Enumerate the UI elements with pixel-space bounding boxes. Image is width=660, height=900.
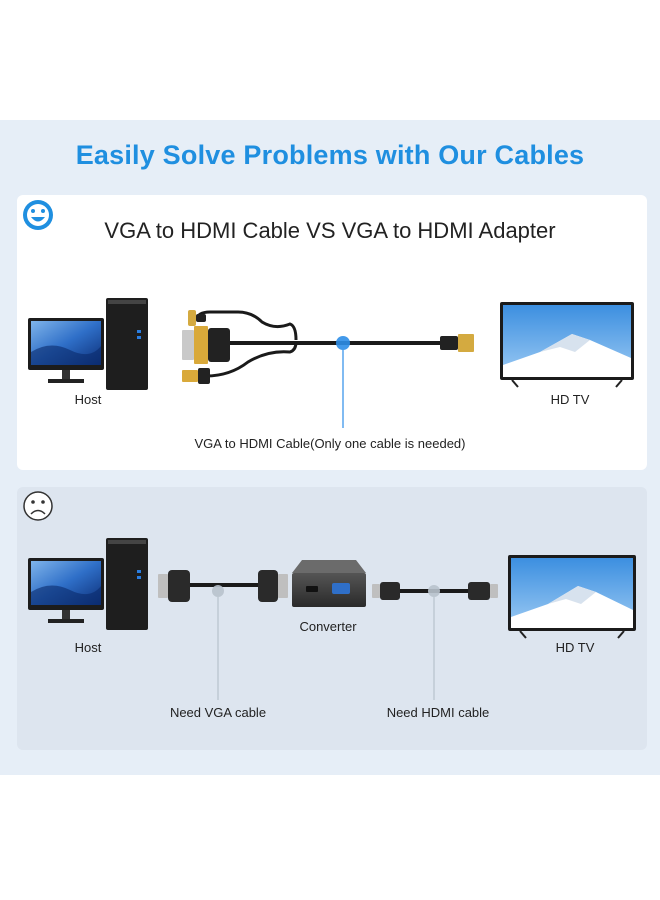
hdmi-cable (372, 582, 498, 700)
hd-tv-label: HD TV (550, 392, 590, 407)
comparison-title: VGA to HDMI Cable VS VGA to HDMI Adapter (104, 218, 556, 243)
vga-cable (158, 570, 288, 700)
vga-to-hdmi-cable (182, 310, 474, 428)
host-label: Host (74, 392, 102, 407)
vga-cable-caption: Need VGA cable (169, 705, 267, 720)
converter-box-icon (292, 560, 366, 607)
host-computer-icon-2 (28, 538, 148, 630)
hd-tv-icon (500, 302, 634, 388)
hd-tv-label-2: HD TV (555, 640, 595, 655)
converter-label: Converter (299, 619, 357, 634)
hd-tv-icon-2 (508, 555, 636, 639)
host-computer-icon (28, 298, 148, 390)
happy-face-icon (23, 200, 53, 230)
page-headline: Easily Solve Problems with Our Cables (75, 140, 585, 170)
cable-caption: VGA to HDMI Cable(Only one cable is need… (194, 436, 466, 451)
sad-face-icon (23, 491, 53, 521)
hdmi-cable-caption: Need HDMI cable (386, 705, 490, 720)
host-label-2: Host (74, 640, 102, 655)
